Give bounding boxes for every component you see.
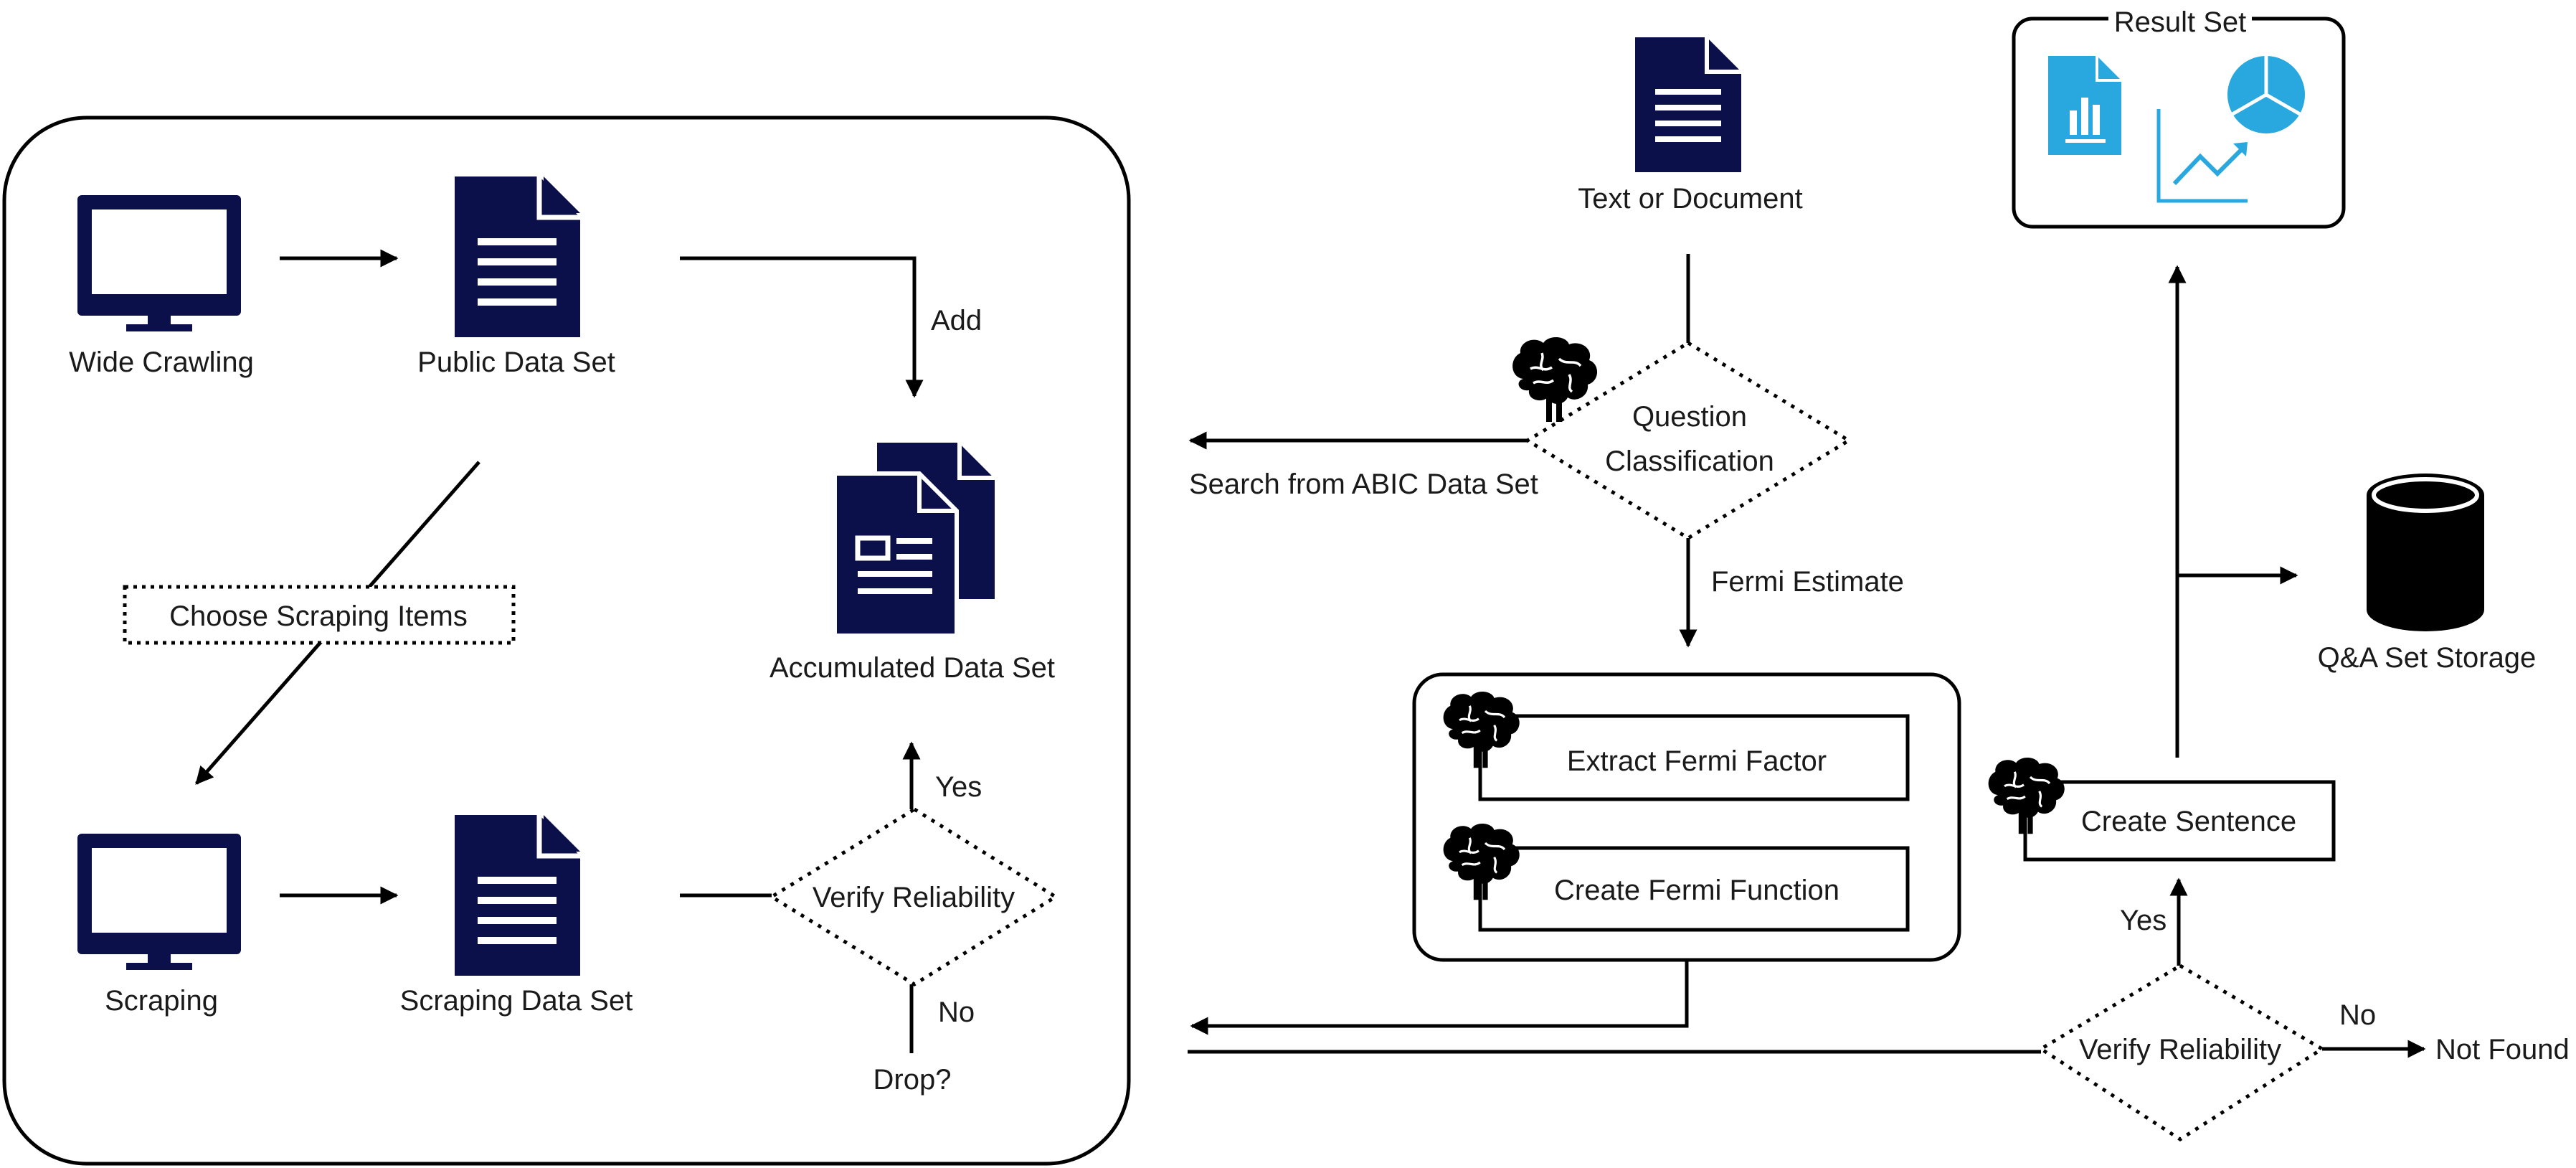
documents-stack-icon [833, 438, 999, 638]
no-right-label: No [2339, 999, 2376, 1031]
no-left-label: No [938, 997, 975, 1028]
qa-set-storage-label: Q&A Set Storage [2318, 642, 2537, 674]
verify-reliability-left-label: Verify Reliability [813, 882, 1015, 913]
arrow-fermi-to-left [1190, 960, 1689, 1035]
bar-report-icon [2048, 56, 2121, 155]
create-sentence-box [2023, 780, 2336, 862]
scraping-data-set-label: Scraping Data Set [400, 985, 633, 1017]
document-icon [455, 815, 580, 976]
verify-reliability-right-label: Verify Reliability [2079, 1034, 2281, 1065]
pie-chart-icon [2227, 56, 2305, 133]
create-fermi-function-label: Create Fermi Function [1554, 875, 1839, 906]
fermi-estimate-label: Fermi Estimate [1711, 566, 1904, 598]
public-data-set-label: Public Data Set [417, 347, 615, 378]
result-set-title-bg [2108, 4, 2252, 36]
create-fermi-function-box [1478, 846, 1910, 932]
choose-scraping-items-label: Choose Scraping Items [169, 601, 468, 632]
add-label: Add [931, 305, 982, 336]
verify-reliability-diamond-left [768, 807, 1059, 986]
yes-right-label: Yes [2120, 905, 2167, 936]
monitor-icon [77, 195, 241, 331]
search-from-abic-label: Search from ABIC Data Set [1189, 468, 1538, 500]
result-set-label: Result Set [2114, 6, 2247, 38]
verify-reliability-diamond-right [2037, 964, 2326, 1141]
question-label-line2: Classification [1605, 446, 1774, 477]
scraping-label: Scraping [105, 985, 218, 1017]
wide-crawling-label: Wide Crawling [69, 347, 254, 378]
create-sentence-label: Create Sentence [2081, 806, 2296, 837]
yes-left-label: Yes [935, 771, 982, 803]
accumulated-data-set-label: Accumulated Data Set [770, 652, 1055, 684]
extract-fermi-factor-box [1478, 714, 1910, 801]
drop-label: Drop? [873, 1064, 952, 1096]
extract-fermi-factor-label: Extract Fermi Factor [1567, 745, 1827, 777]
document-icon [455, 176, 580, 337]
arrow-public-to-accumulated [680, 256, 924, 398]
monitor-icon [77, 834, 241, 970]
database-icon [2367, 474, 2484, 631]
question-label-line1: Question [1632, 401, 1747, 433]
not-found-label: Not Found [2435, 1034, 2570, 1065]
document-icon [1635, 37, 1741, 172]
choose-scraping-items-box [123, 585, 516, 645]
question-classification-diamond [1524, 341, 1852, 540]
text-or-document-label: Text or Document [1578, 183, 1802, 215]
left-panel-frame [2, 116, 1131, 1166]
line-chart-icon [2156, 109, 2248, 203]
